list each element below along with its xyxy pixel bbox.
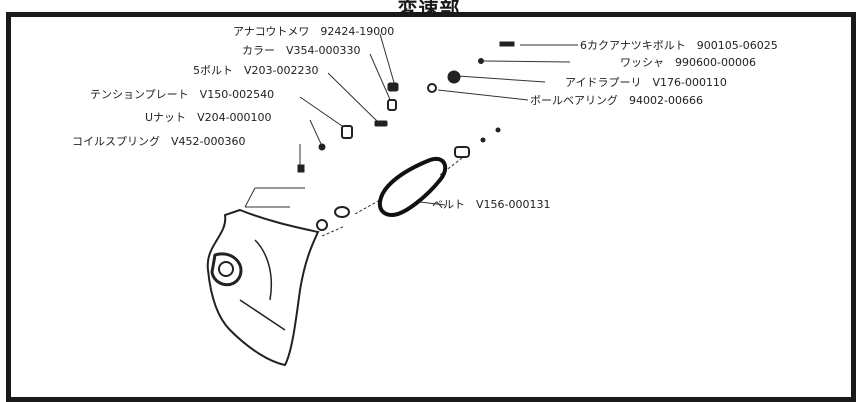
part-label: 6カクアナツキボルト 900105-06025 — [580, 39, 778, 52]
leader-lines — [244, 33, 578, 237]
part-label: ワッシャ 990600-00006 — [620, 56, 756, 69]
belt-icon — [377, 156, 448, 218]
part-label: 5ボルト V203-002230 — [193, 64, 318, 77]
part-label: コイルスプリング V452-000360 — [72, 134, 245, 148]
part-labels: アナコウトメワ 92424-19000 カラー V354-000330 5ボルト… — [72, 25, 778, 211]
housing-cover — [206, 208, 320, 367]
part-label: テンションプレート V150-002540 — [90, 88, 274, 101]
part-label: アイドラプーリ V176-000110 — [565, 76, 727, 89]
part-label: ベルト V156-000131 — [432, 198, 550, 211]
part-label: ボールベアリング 94002-00666 — [530, 93, 703, 107]
part-label: カラー V354-000330 — [242, 44, 360, 57]
part-label: Uナット V204-000100 — [145, 111, 272, 124]
small-parts — [297, 41, 515, 231]
part-label: アナコウトメワ 92424-19000 — [233, 25, 394, 38]
